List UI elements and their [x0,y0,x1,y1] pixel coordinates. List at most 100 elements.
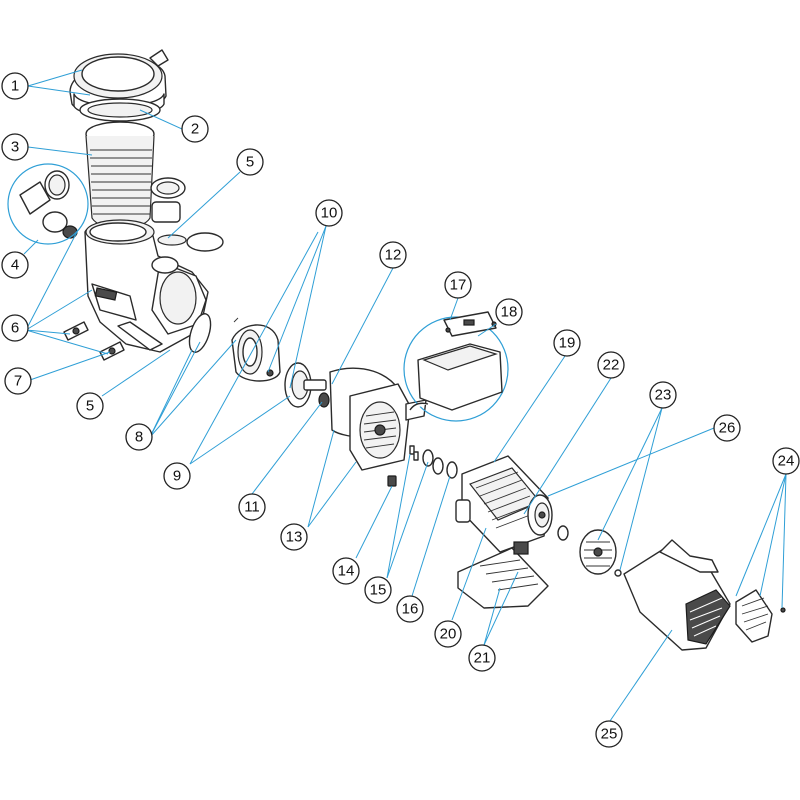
leader-line [149,349,193,438]
leader-line [597,407,663,541]
outlet-fittings-part [150,177,224,252]
leader-line [386,461,429,579]
control-unit-group-circle [403,316,509,422]
callout-3: 3 [1,133,29,161]
callout-13: 13 [280,523,308,551]
screws-part [387,445,419,487]
leader-line [411,475,451,597]
callout-8: 8 [125,423,153,451]
leader-line [289,225,327,389]
leader-line [167,171,241,239]
callout-label: 21 [474,650,491,667]
callout-label: 22 [603,357,620,374]
leader-line [29,351,111,381]
leader-line [25,329,71,335]
callout-24: 24 [772,447,800,475]
callout-label: 20 [440,626,457,643]
callout-18: 18 [495,298,523,326]
callout-20: 20 [434,620,462,648]
callout-22: 22 [597,351,625,379]
callout-label: 6 [11,320,19,337]
parts-drawing [7,49,786,651]
callout-6: 6 [1,314,29,342]
leader-line [189,231,319,465]
callout-label: 7 [14,373,22,390]
callout-label: 14 [338,563,355,580]
leader-line [139,109,183,130]
leader-line [735,473,787,597]
callout-1: 1 [1,72,29,100]
callout-label: 23 [655,387,672,404]
callout-16: 16 [396,595,424,623]
leader-line [451,527,487,621]
callout-21: 21 [468,644,496,672]
callout-19: 19 [553,329,581,357]
motor-part [455,455,553,553]
callouts: 1 2 3 4 5 5 6 7 8 9 10 11 12 13 14 15 16… [1,72,800,748]
leader-line [483,571,519,646]
callout-10: 10 [315,199,343,227]
callout-label: 5 [246,154,254,171]
leader-line [251,401,323,495]
callout-label: 13 [286,529,303,546]
callout-11: 11 [238,493,266,521]
leader-line [386,453,411,579]
lid-ring-part [79,98,161,122]
callout-label: 18 [501,304,518,321]
leader-line [331,267,394,385]
control-unit-part [409,311,503,411]
callout-label: 16 [402,601,419,618]
fan-cover-part [623,539,731,651]
callout-label: 24 [778,453,795,470]
leader-line [149,339,237,438]
fan-part [557,525,622,577]
leader-line [23,239,39,255]
leader-line [25,329,109,355]
callout-23: 23 [649,381,677,409]
leader-line [523,377,612,515]
leader-line [547,427,715,497]
callout-label: 15 [370,582,387,599]
leader-lines [23,69,787,722]
motor-base-part [457,541,549,609]
leader-line [493,355,566,463]
leader-line [619,407,663,571]
callout-5-top: 5 [236,148,264,176]
callout-25: 25 [595,720,623,748]
callout-9: 9 [163,462,191,490]
union-fittings-group-circle [7,163,89,245]
leader-line [189,395,291,465]
callout-label: 8 [135,429,143,446]
callout-label: 9 [173,468,181,485]
leader-line [483,587,501,646]
callout-12: 12 [379,241,407,269]
callout-2: 2 [181,115,209,143]
callout-label: 25 [601,726,618,743]
impeller-part [284,362,330,408]
callout-label: 4 [11,257,19,274]
diffuser-part [231,317,281,382]
callout-label: 5 [86,398,94,415]
callout-label: 26 [719,420,736,437]
leader-line [27,69,83,87]
callout-label: 10 [321,205,338,222]
leader-line [477,323,497,337]
drain-plugs-part [63,321,125,361]
leader-line [27,85,91,96]
leader-line [267,225,327,373]
leader-line [355,485,393,559]
leader-line [449,297,459,321]
leader-line [25,229,79,331]
callout-label: 11 [244,499,260,516]
callout-4: 4 [1,251,29,279]
leader-line [25,289,93,331]
strainer-basket-part [85,121,155,229]
leader-line [759,473,787,597]
callout-label: 2 [191,121,199,138]
leader-line [307,429,335,528]
leader-line [101,349,171,397]
pump-body-part [84,219,209,353]
callout-15: 15 [364,576,392,604]
leader-line [307,461,357,528]
